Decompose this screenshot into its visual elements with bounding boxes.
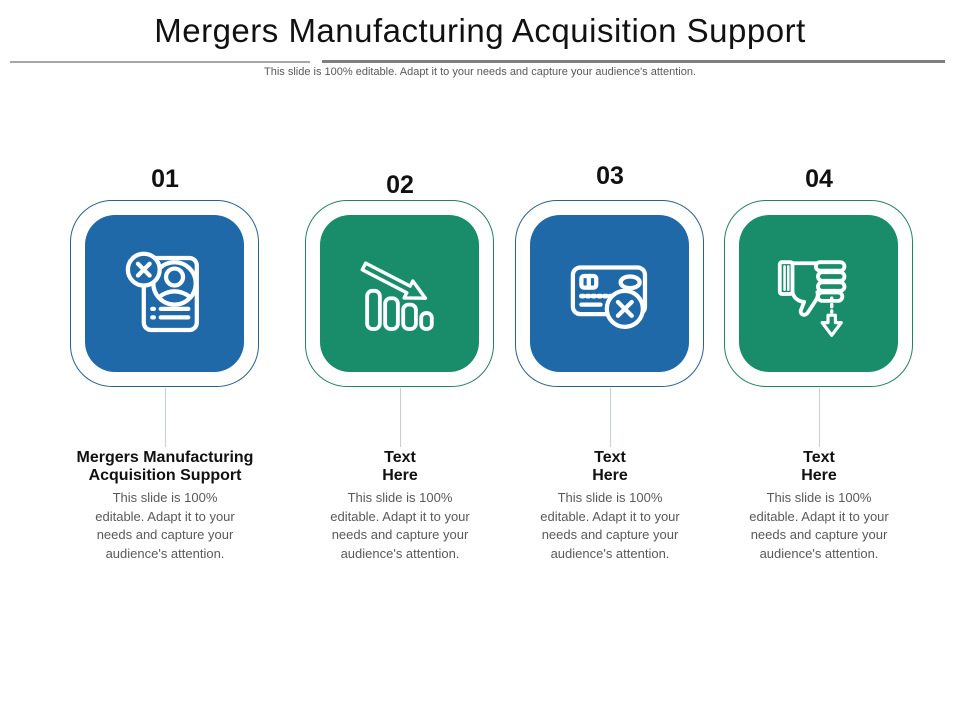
- title-divider-right: [322, 60, 945, 63]
- icon-tile-fill: [739, 215, 898, 372]
- step-label: Text Here: [382, 449, 418, 484]
- icon-tile: [70, 200, 259, 387]
- step-label: Text Here: [592, 449, 628, 484]
- step-description: This slide is 100% editable. Adapt it to…: [540, 490, 680, 561]
- step-description: This slide is 100% editable. Adapt it to…: [330, 490, 470, 561]
- step-number: 04: [805, 165, 833, 193]
- slide-subtitle: This slide is 100% editable. Adapt it to…: [264, 66, 696, 78]
- connector-line: [819, 388, 820, 447]
- icon-tile: [724, 200, 913, 387]
- step-description: This slide is 100% editable. Adapt it to…: [95, 490, 235, 561]
- step-description: This slide is 100% editable. Adapt it to…: [749, 490, 889, 561]
- icon-tile: [515, 200, 704, 387]
- step-label: Mergers Manufacturing Acquisition Suppor…: [76, 449, 254, 484]
- declining-bar-chart-icon: [360, 260, 434, 331]
- icon-tile-fill: [530, 215, 689, 372]
- declined-credit-card-icon: [570, 264, 647, 329]
- step-number: 02: [386, 171, 414, 199]
- connector-line: [165, 388, 166, 447]
- connector-line: [610, 388, 611, 447]
- icon-tile-fill: [320, 215, 479, 372]
- thumbs-down-arrow-icon: [777, 259, 846, 337]
- step-number: 03: [596, 162, 624, 190]
- icon-tile: [305, 200, 494, 387]
- icon-tile-fill: [85, 215, 244, 372]
- title-divider-left: [10, 61, 310, 63]
- step-number: 01: [151, 165, 179, 193]
- connector-line: [400, 388, 401, 447]
- step-label: Text Here: [801, 449, 837, 484]
- slide-title: Mergers Manufacturing Acquisition Suppor…: [154, 12, 806, 49]
- rejected-candidate-document-icon: [125, 251, 199, 332]
